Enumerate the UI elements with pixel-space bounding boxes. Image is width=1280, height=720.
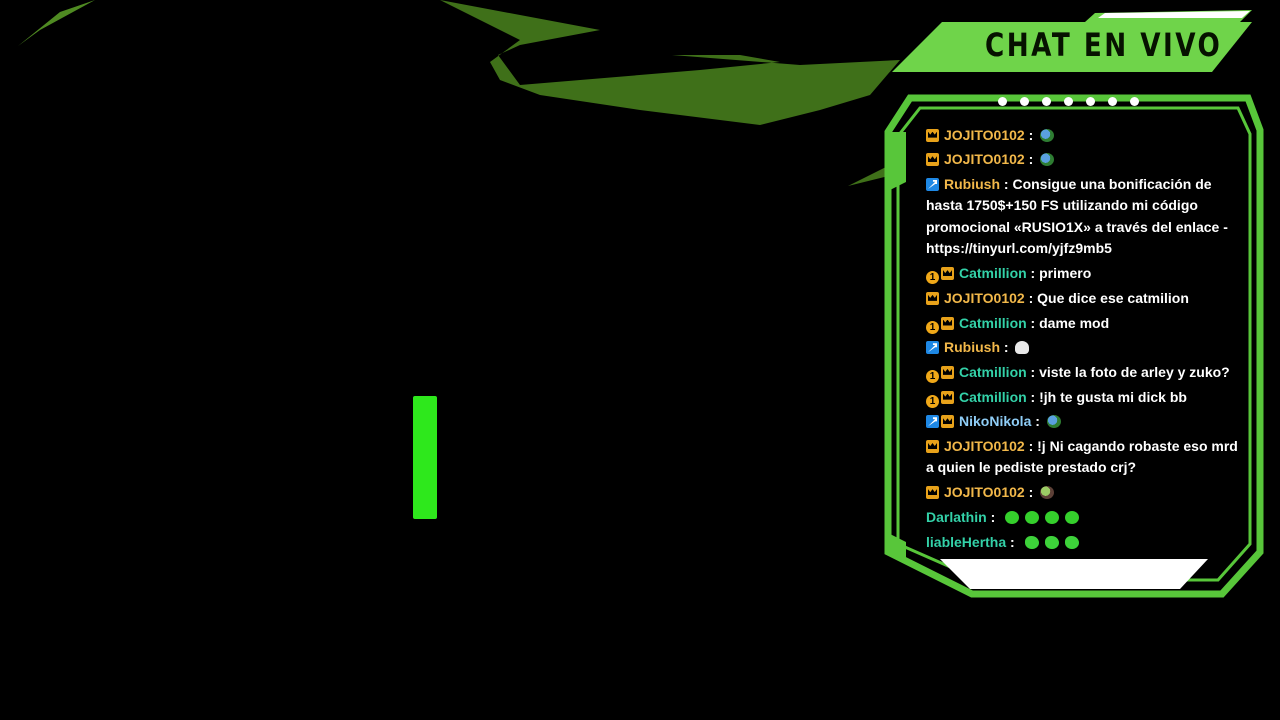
crown-icon [926, 128, 939, 142]
chat-message: 1 Catmillion : !jh te gusta mi dick bb [926, 385, 1248, 410]
chat-username[interactable]: Darlathin [926, 508, 987, 525]
pepe-emote [1040, 153, 1055, 167]
chat-message: JOJITO0102 : !j Ni cagando robaste eso m… [926, 434, 1248, 480]
crown-icon [941, 316, 954, 330]
kek-emote [1005, 510, 1020, 524]
chat-username[interactable]: JOJITO0102 [944, 437, 1025, 454]
pepe-emote [1040, 128, 1055, 142]
chat-separator: : [1031, 413, 1044, 430]
chat-separator: : [986, 508, 1000, 525]
number-one-icon: 1 [926, 394, 939, 408]
chat-separator: : [1026, 265, 1040, 282]
title-banner [892, 10, 1252, 72]
chat-message-text: !j Ni cagando robaste eso mrd a quien le… [926, 437, 1238, 476]
chat-separator: : [1024, 484, 1038, 501]
rr-emote [1064, 535, 1079, 549]
kek-emote [1045, 510, 1060, 524]
dot [998, 97, 1007, 106]
pepe-emote [1046, 415, 1061, 429]
chat-message: 1 Catmillion : viste la foto de arley y z… [926, 360, 1248, 385]
crown-icon [941, 267, 954, 281]
chat-message: JOJITO0102 : [926, 123, 1248, 148]
chat-separator: : [1000, 339, 1013, 356]
chat-message: JOJITO0102 : [926, 148, 1248, 173]
crown-icon [941, 390, 954, 404]
chat-username[interactable]: JOJITO0102 [944, 151, 1025, 168]
chat-separator: : [1006, 533, 1019, 550]
chat-username[interactable]: Catmillion [959, 388, 1027, 405]
chat-separator: : [1024, 126, 1038, 143]
number-one-icon: 1 [926, 320, 939, 334]
chat-username[interactable]: JOJITO0102 [944, 289, 1025, 306]
chat-username[interactable]: Catmillion [959, 265, 1027, 282]
chat-message: liableHertha : [926, 530, 1248, 555]
chat-message-text: Consigue una bonificación de hasta 1750$… [926, 175, 1228, 257]
chat-separator: : [1000, 175, 1013, 192]
chat-separator: : [1024, 289, 1038, 306]
dot [1064, 97, 1073, 106]
dot [1020, 97, 1029, 106]
chat-message-text: Que dice ese catmilion [1037, 289, 1189, 306]
mod-icon [926, 177, 939, 191]
chat-username[interactable]: Rubiush [944, 339, 1000, 356]
number-one-icon: 1 [926, 271, 939, 285]
chat-message: JOJITO0102 : Que dice ese catmilion [926, 286, 1248, 311]
crown-icon [941, 415, 954, 429]
chat-username[interactable]: JOJITO0102 [944, 484, 1025, 501]
rr-emote [1044, 535, 1059, 549]
chat-message-text: primero [1039, 265, 1092, 282]
kek-emote [1065, 510, 1080, 524]
pepe-detective-emote [1040, 486, 1055, 500]
rr-emote [1024, 535, 1039, 549]
crown-icon [926, 153, 939, 167]
crown-icon [926, 486, 939, 500]
chat-message: 1 Catmillion : primero [926, 262, 1248, 287]
chat-message: Darlathin : [926, 505, 1248, 530]
bottom-white-bar [940, 559, 1208, 589]
chat-username[interactable]: Catmillion [959, 314, 1027, 331]
chat-frame [884, 94, 1264, 598]
chat-username[interactable]: Rubiush [944, 175, 1000, 192]
chat-message: Rubiush : Consigue una bonificación de h… [926, 172, 1248, 261]
crown-icon [926, 291, 939, 305]
chat-username[interactable]: liableHertha [926, 533, 1007, 550]
ghost-emote [1015, 341, 1030, 355]
chat-separator: : [1026, 314, 1040, 331]
chat-username[interactable]: JOJITO0102 [944, 126, 1025, 143]
mod-icon [926, 415, 939, 429]
mod-icon [926, 341, 939, 355]
chat-separator: : [1024, 151, 1038, 168]
chat-separator: : [1026, 388, 1040, 405]
green-bar-shape [413, 396, 437, 519]
crown-icon [926, 439, 939, 453]
number-one-icon: 1 [926, 369, 939, 383]
chat-message-text: !jh te gusta mi dick bb [1039, 388, 1187, 405]
chat-title: CHAT EN VIVO [985, 26, 1223, 64]
chat-username[interactable]: NikoNikola [959, 413, 1032, 430]
chat-message: NikoNikola : [926, 410, 1248, 435]
chat-message-text: dame mod [1039, 314, 1110, 331]
dot [1086, 97, 1095, 106]
chat-message-text: viste la foto de arley y zuko? [1039, 363, 1230, 380]
chat-separator: : [1024, 437, 1038, 454]
chat-message: Rubiush : [926, 336, 1248, 361]
dot [1130, 97, 1139, 106]
chat-message: 1 Catmillion : dame mod [926, 311, 1248, 336]
chat-message: JOJITO0102 : [926, 481, 1248, 506]
dot [1108, 97, 1117, 106]
crown-icon [941, 365, 954, 379]
kek-emote [1025, 510, 1040, 524]
frame-dots [998, 97, 1139, 106]
chat-separator: : [1026, 363, 1040, 380]
chat-username[interactable]: Catmillion [959, 363, 1027, 380]
chat-message-list[interactable]: JOJITO0102 : JOJITO0102 : Rubiush : Cons… [926, 123, 1248, 555]
dot [1042, 97, 1051, 106]
